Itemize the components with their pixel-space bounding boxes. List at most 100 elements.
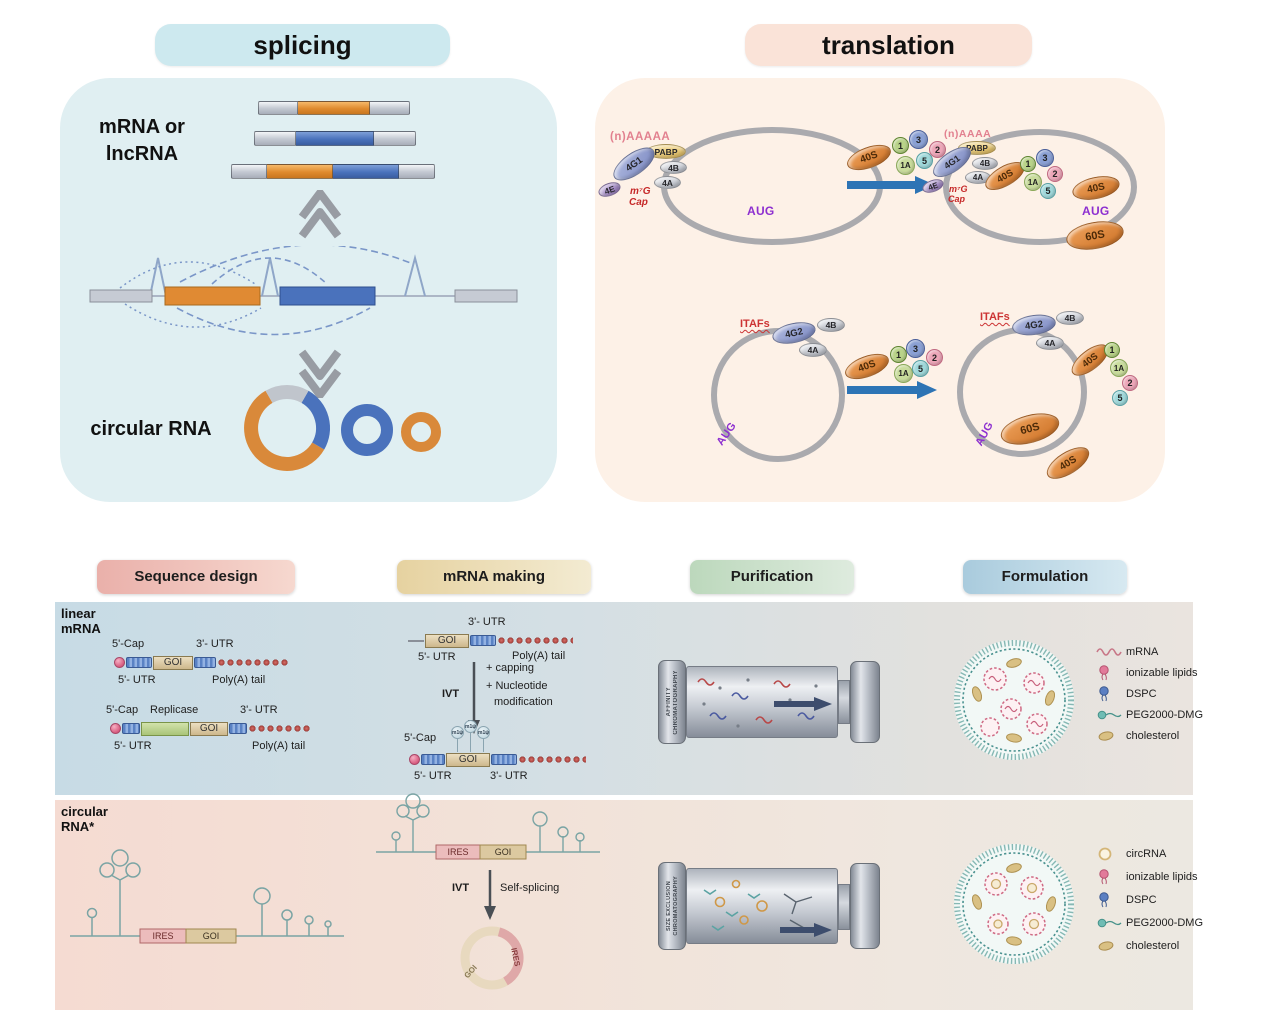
polya-label: Poly(A) tail xyxy=(212,674,266,686)
arrow-up-icon xyxy=(298,190,342,239)
eif1a-factor: 1A xyxy=(1024,173,1042,191)
legend-item: cholesterol xyxy=(1096,938,1179,954)
legend-item: mRNA xyxy=(1096,644,1158,660)
polya-label: (n)AAAAA xyxy=(610,131,671,143)
legend-item: ionizable lipids xyxy=(1096,869,1198,885)
circrna-icon xyxy=(1098,847,1112,861)
mrna-lncrna-label-line1: mRNA or xyxy=(99,116,185,138)
m1psi-nucleotide: m1ψ xyxy=(451,726,464,739)
pre-mrna-diagram xyxy=(89,246,518,336)
legend-item: ionizable lipids xyxy=(1096,665,1198,681)
cap-ball-icon xyxy=(114,657,125,668)
utr5-label: 5'- UTR xyxy=(118,674,156,686)
eif4b-protein: 4B xyxy=(1056,311,1084,325)
translation-title: translation xyxy=(745,24,1032,66)
utr5-segment xyxy=(421,754,445,765)
linear-construct-1: GOI xyxy=(114,655,289,670)
ivt-label: IVT xyxy=(452,882,470,894)
circrna-ring-gray-arc xyxy=(265,384,309,404)
legend-item: cholesterol xyxy=(1096,728,1179,744)
replicase-box xyxy=(141,721,189,736)
sec-column-endcap xyxy=(850,863,880,949)
ivt-arrow-icon xyxy=(484,870,496,920)
eif5-factor: 5 xyxy=(1040,183,1056,199)
header-mrna-making: mRNA making xyxy=(397,560,591,594)
header-sequence-design: Sequence design xyxy=(97,560,295,594)
aug-start-codon: AUG xyxy=(1082,204,1110,218)
spliced-mrna-bar-1 xyxy=(258,101,410,115)
linear-construct-2: GOI xyxy=(110,721,311,736)
replicase-label: Replicase xyxy=(150,704,199,716)
utr3-segment xyxy=(229,723,247,734)
exon-orange xyxy=(164,286,261,306)
mrna-lncrna-label-line2: lncRNA xyxy=(105,143,179,165)
self-splicing-label: Self-splicing xyxy=(500,882,560,894)
ires-arc xyxy=(497,927,524,986)
affinity-column-endcap xyxy=(850,661,880,743)
cap-ball-icon xyxy=(409,754,420,765)
m7g-label: m⁷G xyxy=(949,184,968,194)
utr3-segment xyxy=(194,657,216,668)
utr3-segment xyxy=(491,754,517,765)
sec-column-cap: SIZE EXCLUSION CHROMATOGRAPHY xyxy=(658,862,686,950)
linear-row-label: linear mRNA xyxy=(61,606,101,636)
cholesterol-icon xyxy=(1098,731,1114,741)
arrow-down-icon xyxy=(298,349,342,398)
eif5-factor: 5 xyxy=(1112,390,1128,406)
ivt-template-construct: GOI xyxy=(408,633,573,648)
goi-label: GOI xyxy=(495,847,512,857)
lnp-particle-circrna xyxy=(954,844,1074,964)
ires-label: IRES xyxy=(447,847,468,857)
m7g-label: m⁷G xyxy=(630,186,651,197)
arrow-right-icon xyxy=(847,176,935,194)
utr5-segment xyxy=(126,657,152,668)
m1psi-nucleotide: m1ψ xyxy=(464,720,477,733)
spliced-mrna-bar-2 xyxy=(254,131,416,146)
exon-blue xyxy=(279,286,376,306)
goi-box: GOI xyxy=(153,655,193,670)
eif4b-protein: 4B xyxy=(972,157,998,170)
eif4a-protein: 4A xyxy=(799,343,827,357)
splicing-arc xyxy=(211,257,328,285)
translation-diagram-strands xyxy=(661,127,1137,462)
legend-item: DSPC xyxy=(1096,892,1157,908)
dspc-icon xyxy=(1099,892,1109,908)
eif4a-protein: 4A xyxy=(654,176,681,189)
eif5-factor: 5 xyxy=(912,360,929,377)
circrna-ring-orange xyxy=(401,412,441,452)
eif1-factor: 1 xyxy=(1020,156,1036,172)
goi-box: GOI xyxy=(425,633,469,648)
circular-rna-rings xyxy=(244,384,441,471)
mrna-icon xyxy=(1096,648,1122,656)
splice-junction-icon xyxy=(149,257,167,297)
header-purification: Purification xyxy=(690,560,854,594)
utr3-label: 3'- UTR xyxy=(240,704,278,716)
circrna-coils xyxy=(984,872,1046,936)
mrna-loop xyxy=(943,129,1137,245)
splice-junction-icon xyxy=(404,254,426,297)
circrna-ring-blue-arc xyxy=(301,390,331,450)
eif1a-factor: 1A xyxy=(1110,359,1128,377)
mrna-lncrna-label: mRNA or lncRNA xyxy=(72,114,212,168)
circular-rna-label: circular RNA xyxy=(90,418,212,440)
cap5-label: 5'-Cap xyxy=(404,732,437,744)
cap5-label: 5'-Cap xyxy=(106,704,139,716)
utr5-label: 5'- UTR xyxy=(414,770,452,782)
eif4b-protein: 4B xyxy=(817,318,845,332)
polya-beads xyxy=(248,723,311,734)
polya-beads xyxy=(518,754,586,765)
cap-ball-icon xyxy=(110,723,121,734)
ires-label: IRES xyxy=(509,947,522,968)
cholesterol-molecules xyxy=(971,863,1057,946)
legend-item: circRNA xyxy=(1096,846,1166,862)
eif4b-protein: 4B xyxy=(660,161,687,174)
dspc-icon xyxy=(1099,686,1109,702)
splice-junction-icon xyxy=(261,257,279,297)
peg-lipid-icon xyxy=(1097,918,1122,928)
arrow-right-icon xyxy=(847,381,937,399)
utr-segment xyxy=(454,289,518,303)
capping-step-label: + capping xyxy=(486,662,535,674)
affinity-column-contents xyxy=(697,678,832,728)
m1psi-nucleotide: m1ψ xyxy=(477,726,490,739)
